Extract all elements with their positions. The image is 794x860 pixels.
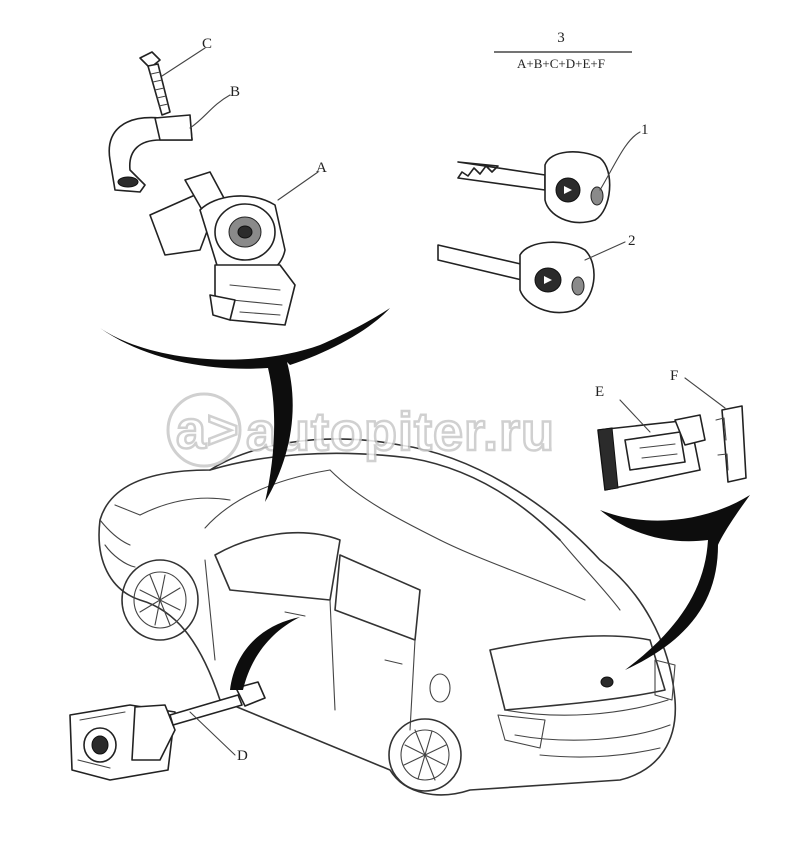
arrow-trunk-lock xyxy=(600,495,750,670)
leader-lines xyxy=(161,47,726,756)
part-b-bracket xyxy=(108,114,193,193)
callout-key-2: 2 xyxy=(628,233,636,249)
kit-number: 3 xyxy=(557,30,565,46)
kit-label: 3 A+B+C+D+E+F xyxy=(494,30,632,71)
watermark-text: autopiter.ru xyxy=(246,402,555,462)
part-d-door-lock xyxy=(69,681,266,781)
watermark-logo: a> xyxy=(176,400,240,460)
callout-d: D xyxy=(237,748,248,764)
callout-c: C xyxy=(202,36,212,52)
callout-key-1: 1 xyxy=(641,122,649,138)
sedan-illustration xyxy=(98,438,677,796)
key-2 xyxy=(437,241,595,314)
callout-e: E xyxy=(595,384,604,400)
part-a-ignition-switch xyxy=(149,171,296,326)
part-e-trunk-lock xyxy=(597,414,706,491)
arrow-door-lock xyxy=(230,617,300,690)
part-f-clip xyxy=(715,405,747,483)
callout-a: A xyxy=(316,160,327,176)
part-c-bolt xyxy=(139,51,171,116)
watermark: a> autopiter.ru xyxy=(166,392,555,468)
pointer-arrows xyxy=(100,308,750,690)
callout-f: F xyxy=(670,368,678,384)
callout-b: B xyxy=(230,84,240,100)
arrow-ignition xyxy=(100,308,390,502)
kit-composition: A+B+C+D+E+F xyxy=(517,56,605,71)
key-1 xyxy=(457,151,611,224)
